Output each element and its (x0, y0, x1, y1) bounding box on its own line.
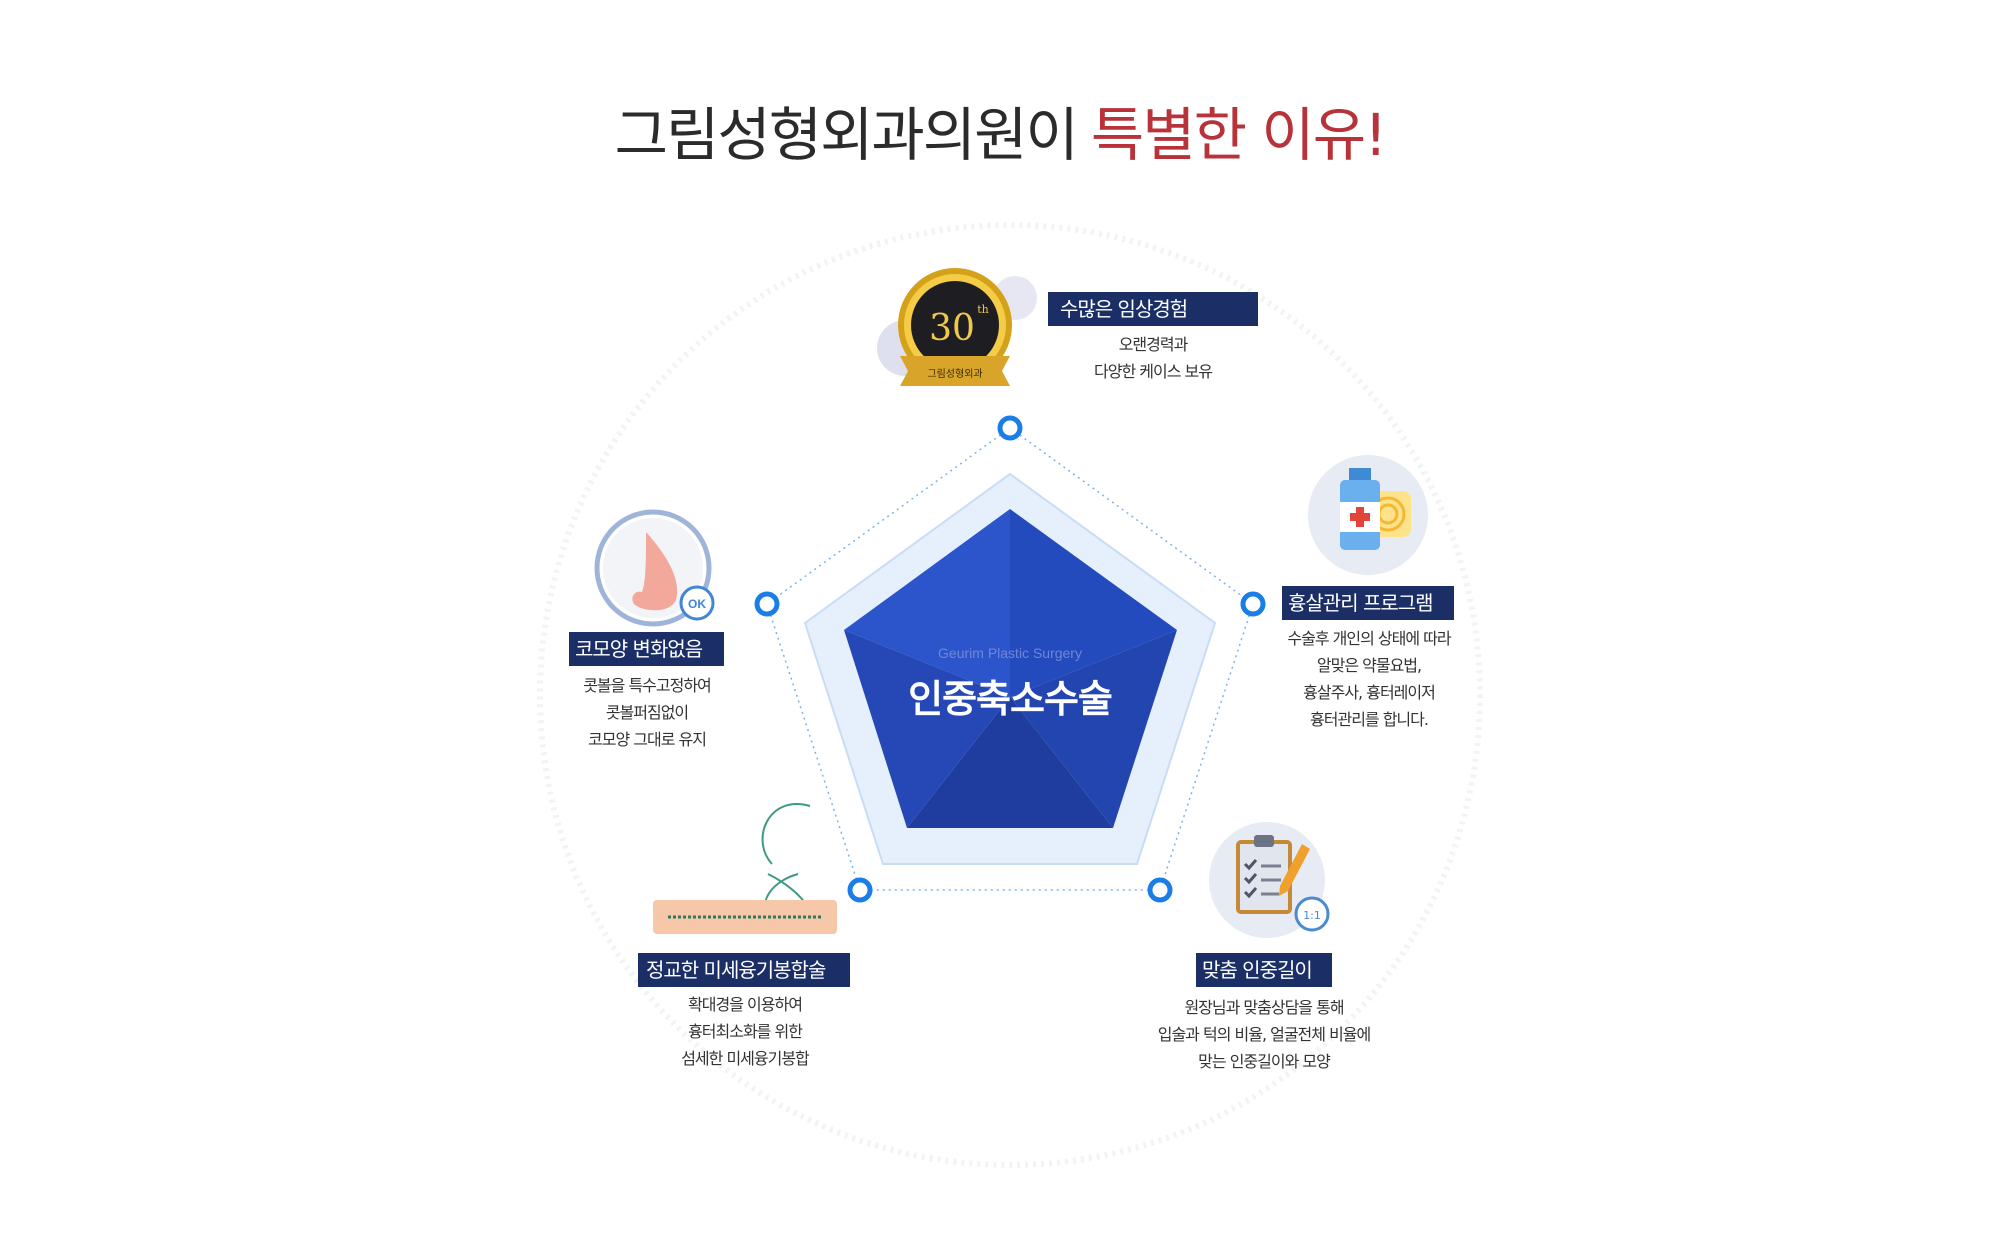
nose-icon: OK (590, 508, 730, 632)
node-top (997, 415, 1023, 441)
center-title: 인중축소수술 (908, 677, 1113, 721)
item-label-scar-program: 흉살관리 프로그램 (1282, 586, 1454, 620)
title-accent: 특별한 이유! (1090, 101, 1387, 169)
node-bottom-right (1147, 877, 1173, 903)
item-label-nose-shape: 코모양 변화없음 (569, 632, 724, 666)
item-label-custom-length: 맞춤 인중길이 (1196, 953, 1332, 987)
item-desc-custom-length: 원장님과 맞춤상담을 통해 입술과 턱의 비율, 얼굴전체 비율에 맞는 인중길… (1157, 998, 1372, 1071)
clipboard-badge: 1:1 (1303, 909, 1321, 922)
medicine-icon (1307, 454, 1429, 576)
badge-ribbon-text: 그림성형외과 (927, 368, 982, 380)
node-right (1240, 591, 1266, 617)
nose-ok-badge: OK (688, 597, 706, 611)
item-desc-suture: 확대경을 이용하여 흉터최소화를 위한 섬세한 미세융기봉합 (681, 995, 810, 1068)
item-label-clinical-experience: 수많은 임상경험 (1048, 292, 1258, 326)
title-main: 그림성형외과의원이 (614, 101, 1079, 169)
node-left (754, 591, 780, 617)
badge-number: 30 (929, 308, 975, 349)
item-desc-clinical-experience: 오랜경력과 다양한 케이스 보유 (1094, 335, 1213, 381)
item-label-suture: 정교한 미세융기봉합술 (638, 953, 850, 987)
item-desc-nose-shape: 콧볼을 특수고정하여 콧볼퍼짐없이 코모양 그대로 유지 (583, 676, 712, 749)
center-pentagon (844, 509, 1177, 828)
item-desc-scar-program: 수술후 개인의 상태에 따라 알맞은 약물요법, 흉살주사, 흉터레이저 흉터관… (1287, 629, 1451, 729)
outer-dotted-ring (537, 222, 1483, 1168)
badge-suffix: th (977, 303, 989, 316)
node-bottom-left (847, 877, 873, 903)
anniversary-badge-icon: 30 th 그림성형외과 (870, 268, 1045, 393)
center-subtitle: Geurim Plastic Surgery (938, 645, 1082, 661)
dotted-pentagon (766, 427, 1254, 891)
clipboard-icon: 1:1 (1207, 822, 1337, 942)
suture-icon (650, 800, 840, 940)
